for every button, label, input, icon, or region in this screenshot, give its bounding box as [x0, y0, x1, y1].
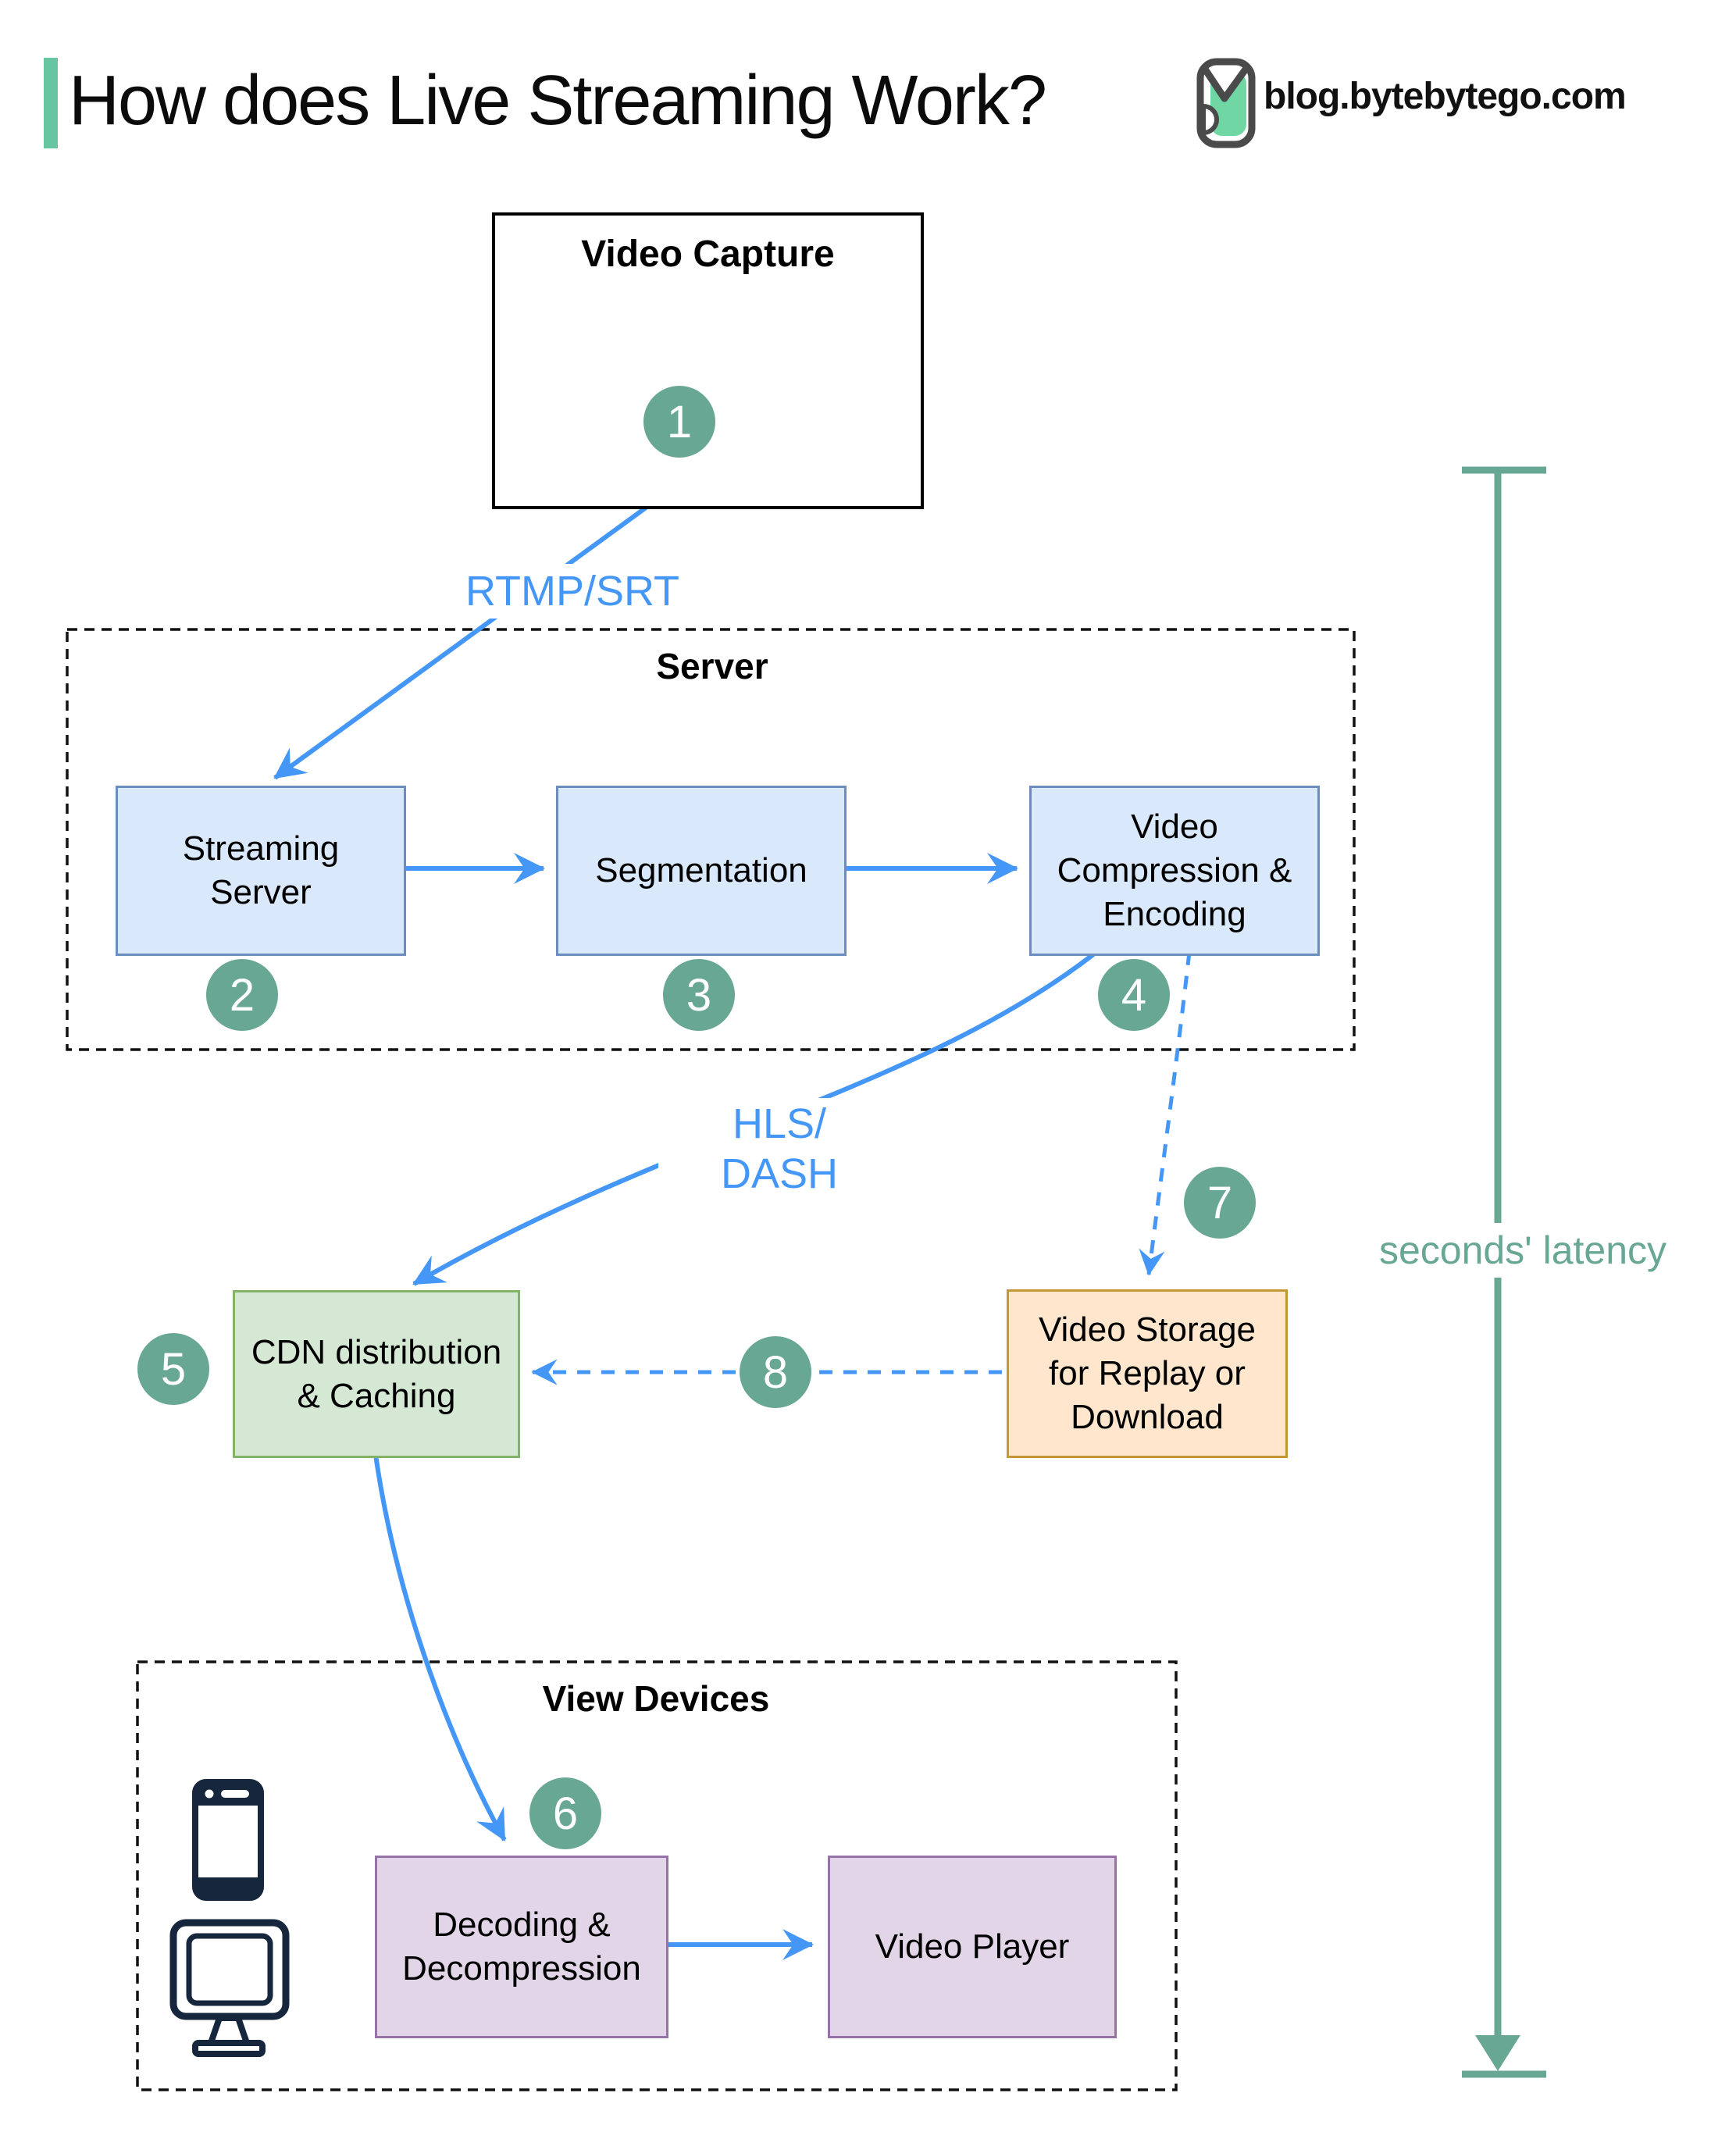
- node-video-storage: Video Storage for Replay or Download: [1007, 1289, 1288, 1458]
- step-badge-5: 5: [137, 1333, 209, 1405]
- step-badge-4: 4: [1098, 959, 1170, 1031]
- node-video-compression: Video Compression & Encoding: [1029, 786, 1320, 956]
- node-video-player: Video Player: [828, 1856, 1117, 2038]
- bytebytego-logo: [1196, 58, 1256, 148]
- arrow-capture-to-streaming-server: [273, 468, 699, 780]
- page-title: How does Live Streaming Work?: [69, 62, 1047, 140]
- monitor-icon: [169, 1919, 290, 2057]
- smartphone-icon: [192, 1779, 264, 1901]
- node-decoding: Decoding & Decompression: [375, 1856, 668, 2038]
- step-badge-3: 3: [663, 959, 735, 1031]
- node-cdn: CDN distribution & Caching: [233, 1290, 520, 1458]
- node-segmentation: Segmentation: [556, 786, 847, 956]
- latency-arrowhead-icon: [1475, 2035, 1520, 2071]
- latency-note: seconds' latency: [1363, 1223, 1683, 1278]
- step-badge-1: 1: [643, 386, 715, 458]
- step-badge-7: 7: [1184, 1167, 1256, 1239]
- title-accent-bar: [44, 58, 58, 148]
- node-video-capture: Video Capture: [492, 212, 924, 509]
- step-badge-2: 2: [206, 959, 278, 1031]
- node-streaming-server: Streaming Server: [116, 786, 406, 956]
- server-group-title: Server: [656, 646, 768, 686]
- edge-label-rtmp-srt: RTMP/SRT: [455, 564, 690, 619]
- server-group-border: [66, 628, 1356, 1051]
- video-capture-title: Video Capture: [581, 234, 835, 275]
- view-devices-group-border: [136, 1660, 1178, 2091]
- step-badge-6: 6: [529, 1777, 601, 1849]
- edge-label-hls-dash: HLS/ DASH: [658, 1098, 900, 1200]
- site-url-label: blog.bytebytego.com: [1264, 76, 1627, 117]
- step-badge-8: 8: [740, 1336, 811, 1408]
- arrow-cdn-to-decoding: [373, 1454, 507, 1841]
- view-devices-group-title: View Devices: [542, 1678, 770, 1719]
